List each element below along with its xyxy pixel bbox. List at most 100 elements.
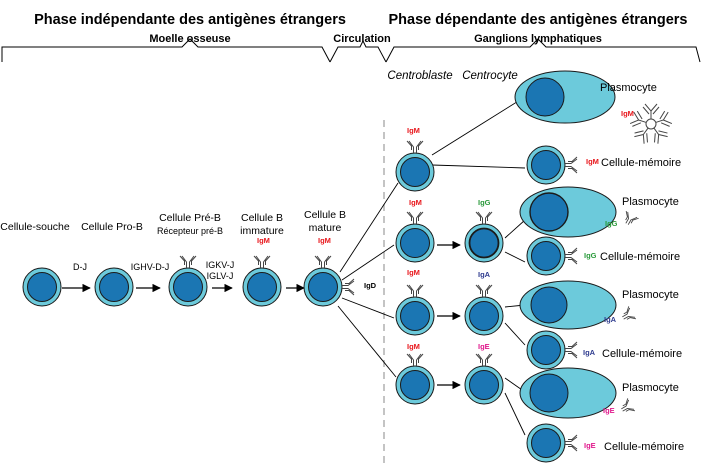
memory-label-1: Cellule-mémoire <box>601 157 681 169</box>
iga-label-memory: IgA <box>583 348 596 357</box>
igm-label-row2: IgM <box>409 198 422 207</box>
pentamer-core <box>645 118 657 130</box>
plasmocyte-label-4: Plasmocyte <box>622 382 679 394</box>
igm-antibody-row2 <box>406 211 424 224</box>
centroblast-igm <box>395 152 435 192</box>
line-igm-plasma <box>431 99 521 156</box>
centrocyte-iga <box>464 296 504 336</box>
igg-label-centrocyte: IgG <box>478 198 491 207</box>
igg-antibody-memory <box>565 247 578 265</box>
memory-cell-iga <box>526 330 566 370</box>
igm-antibody-mature <box>314 255 332 268</box>
memory-cell-igg <box>526 236 566 276</box>
lymph-nodes-brace <box>385 38 701 63</box>
fan-line-2 <box>341 244 395 281</box>
igm-antibody-row3 <box>406 284 424 297</box>
igm-label-row1: IgM <box>407 126 420 135</box>
pre-b-receptor-icon <box>179 255 197 268</box>
plasmocyte-label-1: Plasmocyte <box>600 82 657 94</box>
memory-label-2: Cellule-mémoire <box>600 251 680 263</box>
mature-b-cell <box>303 267 343 307</box>
stem-cell <box>22 267 62 307</box>
immature-label-line1: Cellule B <box>241 212 283 224</box>
memory-label-4: Cellule-mémoire <box>604 441 684 453</box>
circulation-brace <box>329 39 387 63</box>
pentamer-arm <box>655 110 673 127</box>
header-braces <box>1 38 701 63</box>
line-igg-plasma <box>504 219 526 239</box>
ige-label-memory: IgE <box>584 441 596 450</box>
igkv-label: IGKV-J <box>206 260 235 270</box>
immature-label-line2: immature <box>240 225 284 237</box>
circulation-label: Circulation <box>333 33 391 45</box>
mature-label-line1: Cellule B <box>304 209 346 221</box>
phase-dependent-title: Phase dépendante des antigènes étrangers <box>389 12 688 28</box>
iga-label-plasma: IgA <box>604 315 617 324</box>
ige-label-centrocyte: IgE <box>478 342 490 351</box>
centrocyte-label: Centrocyte <box>462 70 518 82</box>
pro-b-cell <box>94 267 134 307</box>
fan-out-lines <box>337 182 399 378</box>
iga-label-centrocyte: IgA <box>478 270 491 279</box>
dj-label: D-J <box>73 262 87 272</box>
igm-antibody-row4 <box>406 353 424 366</box>
isotype-labels: IgM IgM IgD IgM IgM IgM IgM IgG IgG IgG … <box>257 109 634 450</box>
pro-b-label: Cellule Pro-B <box>81 221 143 233</box>
centroblast-label: Centroblaste <box>387 70 452 82</box>
ige-antibody-memory <box>565 434 578 452</box>
plasmocyte-label-3: Plasmocyte <box>622 289 679 301</box>
plasmocyte-igm-nucleus <box>525 77 565 117</box>
pre-b-cell <box>168 267 208 307</box>
line-igm-memory <box>431 164 526 169</box>
line-ige-memory <box>504 392 526 436</box>
differentiation-lines <box>431 99 526 436</box>
pentamer-arm <box>653 127 668 144</box>
line-igg-memory <box>504 251 526 263</box>
memory-cell-igm <box>526 145 566 185</box>
igg-antibody-centrocyte <box>475 211 493 224</box>
igd-label-mature: IgD <box>364 281 377 290</box>
plasmocyte-igm <box>514 70 616 124</box>
igg-free-antibody <box>625 210 639 225</box>
igm-label-memory: IgM <box>586 157 599 166</box>
bone-marrow-brace <box>1 38 331 63</box>
pentamer-arm <box>629 110 647 127</box>
pre-b-label: Cellule Pré-B <box>159 212 221 224</box>
ige-antibody-centrocyte <box>475 353 493 366</box>
plasmocyte-label-2: Plasmocyte <box>622 196 679 208</box>
plasmocyte-iga <box>519 280 617 330</box>
iga-antibody-memory <box>565 341 578 359</box>
igm-label-mature: IgM <box>318 236 331 245</box>
plasmocyte-igg <box>519 186 617 238</box>
centrocyte-igg <box>464 223 504 263</box>
plasmocyte-igg-nucleus <box>529 192 569 232</box>
ighv-label: IGHV-D-J <box>131 262 170 272</box>
igm-label-immature: IgM <box>257 236 270 245</box>
memory-cell-ige <box>526 423 566 463</box>
centroblast-ige <box>395 365 435 405</box>
iga-antibody-centrocyte <box>475 284 493 297</box>
iglv-label: IGLV-J <box>207 271 234 281</box>
plasmocyte-ige-nucleus <box>529 373 569 413</box>
ige-free-antibody <box>621 398 636 412</box>
antibodies-layer <box>179 140 639 452</box>
igd-antibody-mature <box>342 278 355 296</box>
centroblast-iga <box>395 296 435 336</box>
igm-antibody-memory <box>565 156 578 174</box>
memory-label-3: Cellule-mémoire <box>602 348 682 360</box>
igm-antibody-immature <box>253 255 271 268</box>
iga-free-antibody <box>622 306 637 320</box>
igm-label-pentamer: IgM <box>621 109 634 118</box>
germinal-arrows <box>437 240 461 390</box>
stem-cell-label: Cellule-souche <box>0 221 70 233</box>
ige-label-plasma: IgE <box>603 406 615 415</box>
igm-pentamer <box>629 103 673 144</box>
igg-label-plasma: IgG <box>605 219 618 228</box>
igm-label-row3: IgM <box>407 268 420 277</box>
fan-line-3 <box>341 297 395 319</box>
centroblast-igg <box>395 223 435 263</box>
pentamer-arm <box>642 103 660 119</box>
pre-b-receptor-label: Récepteur pré-B <box>157 226 223 236</box>
fan-line-4 <box>337 305 397 378</box>
